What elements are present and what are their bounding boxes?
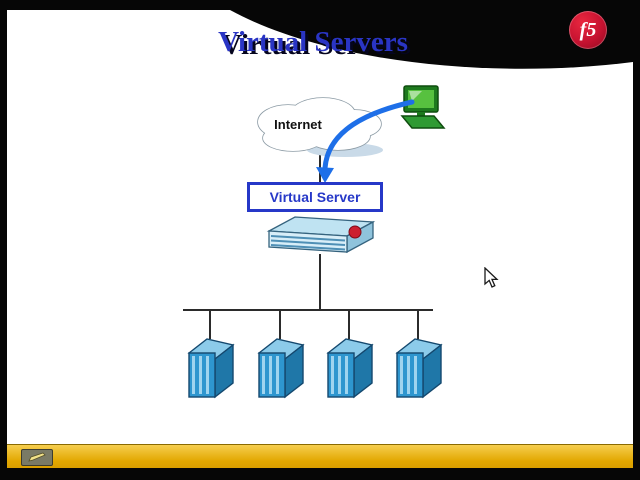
virtual-server-box: Virtual Server bbox=[247, 182, 383, 212]
server-connector-line bbox=[348, 311, 350, 339]
slide-title: Virtual Servers bbox=[218, 26, 408, 58]
server-icon bbox=[326, 338, 374, 399]
virtual-server-label: Virtual Server bbox=[269, 189, 361, 205]
connection-arrow-icon bbox=[316, 99, 415, 183]
slide-swoosh-graphic bbox=[230, 10, 633, 69]
server-icon bbox=[187, 338, 235, 399]
client-computer-icon bbox=[400, 85, 446, 129]
bigip-appliance-icon bbox=[266, 216, 376, 254]
connector-line-cloud-to-box bbox=[319, 148, 321, 184]
mouse-cursor bbox=[484, 267, 499, 288]
pen-icon bbox=[28, 452, 46, 462]
server-connector-line bbox=[279, 311, 281, 339]
server-icon bbox=[395, 338, 443, 399]
f5-logo: f5 bbox=[569, 11, 607, 49]
server-connector-line bbox=[209, 311, 211, 339]
server-icon bbox=[257, 338, 305, 399]
internet-label: Internet bbox=[274, 117, 322, 132]
pen-tool-button[interactable] bbox=[21, 449, 53, 466]
presentation-toolbar bbox=[7, 444, 633, 468]
server-connector-line bbox=[417, 311, 419, 339]
network-bus-line bbox=[183, 309, 433, 311]
connector-line-appliance-to-bus bbox=[319, 254, 321, 310]
f5-logo-text: f5 bbox=[579, 19, 597, 41]
